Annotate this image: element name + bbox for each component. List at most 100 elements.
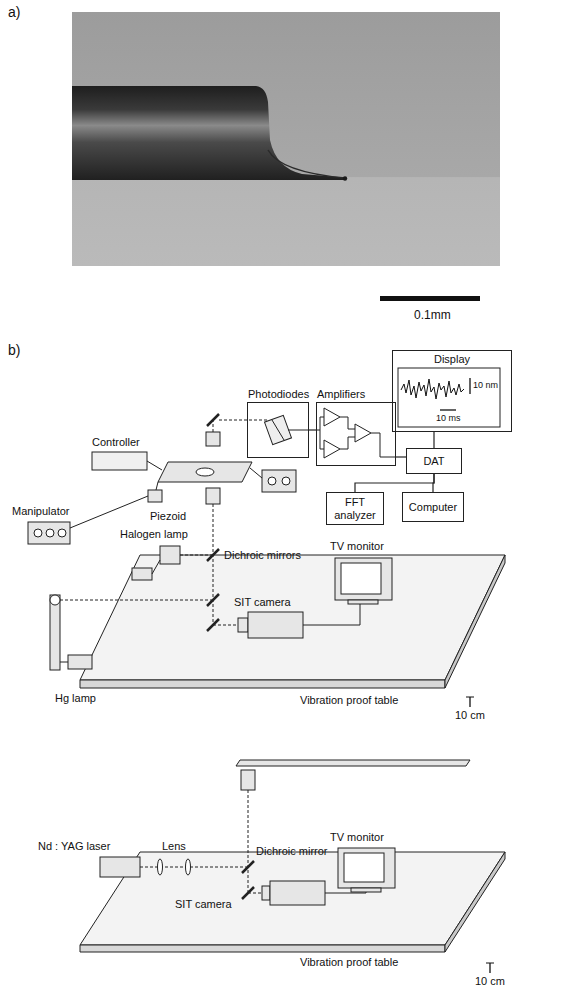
knob <box>34 529 42 537</box>
box-title: FFT analyzer <box>331 496 379 521</box>
light-path <box>213 625 238 626</box>
part-label: Vibration proof table <box>300 956 398 969</box>
knob <box>282 477 290 485</box>
stage <box>236 760 470 766</box>
part-label: TV monitor <box>330 540 384 553</box>
part-label: Controller <box>92 436 140 449</box>
part-label: TV monitor <box>330 831 384 844</box>
photodiode-split <box>272 420 284 440</box>
cable <box>60 662 68 663</box>
photodiode-chip <box>264 415 291 444</box>
signal-wire <box>433 474 434 492</box>
monitor-base <box>348 600 378 604</box>
knob <box>268 477 276 485</box>
glass-needle <box>72 86 345 180</box>
light-path <box>60 600 213 601</box>
table-top <box>80 852 505 945</box>
amplifier-symbols <box>316 408 396 458</box>
arm <box>250 468 262 478</box>
wire <box>340 417 355 429</box>
photodiode-box: Photodiodes <box>247 402 309 458</box>
screen <box>341 563 381 594</box>
micrograph <box>72 12 500 266</box>
box-title: Computer <box>409 501 457 514</box>
part-label: 0.1mm <box>414 309 451 323</box>
box-title: Photodiodes <box>248 388 309 401</box>
table-front <box>80 945 445 952</box>
part-label: Nd : YAG laser <box>38 840 110 853</box>
screen <box>344 853 384 882</box>
stage <box>158 462 252 482</box>
objective <box>241 770 255 790</box>
amplifier-symbol <box>355 424 371 442</box>
hg-lamp <box>50 595 60 670</box>
bulb <box>50 595 60 605</box>
part-label: Dichroic mirrors <box>224 549 301 562</box>
amplifier-symbol <box>324 408 340 426</box>
nd-yag-laser <box>100 857 140 877</box>
scale-bar <box>380 296 480 301</box>
part-label: Vibration proof table <box>300 694 398 707</box>
sit-camera <box>248 612 303 638</box>
scale-bar <box>489 963 490 973</box>
controller-box <box>92 452 147 470</box>
screen-frame <box>398 368 500 427</box>
power-supply <box>132 568 152 580</box>
photodiode <box>264 415 309 444</box>
mirror <box>242 861 254 873</box>
wire <box>340 437 355 449</box>
sit-camera <box>270 881 325 905</box>
vibration-table <box>80 852 505 952</box>
photo-ground <box>72 12 500 266</box>
cable <box>152 560 160 574</box>
microscope <box>28 414 296 625</box>
lens <box>186 859 191 875</box>
mirror <box>207 594 219 606</box>
part-label: Manipulator <box>12 505 69 518</box>
halogen-lamp <box>160 546 180 564</box>
light-path <box>219 420 268 421</box>
amplifier-symbol <box>324 440 340 458</box>
light-path <box>140 867 248 868</box>
objective <box>206 432 220 446</box>
box-title: DAT <box>423 455 444 468</box>
noise-trace <box>401 379 464 399</box>
objective <box>206 488 220 504</box>
part-label: Hg lamp <box>55 692 96 705</box>
signal-wire <box>396 456 406 457</box>
lens <box>158 859 163 875</box>
table-side <box>445 852 505 952</box>
light-path <box>180 555 213 556</box>
manipulator <box>28 522 70 544</box>
part-label: Piezoid <box>150 510 186 523</box>
camera-lens <box>262 886 270 900</box>
box-title: Amplifiers <box>317 388 365 401</box>
recorder-box: DAT <box>406 448 462 474</box>
cable <box>303 603 360 625</box>
needle-taper <box>268 150 345 178</box>
computer-box: Computer <box>402 492 464 522</box>
scale-bar <box>486 963 494 964</box>
table-top <box>80 555 505 680</box>
camera-lens <box>238 618 248 632</box>
part-label: 10 ms <box>436 413 461 423</box>
tv-monitor <box>335 558 392 600</box>
laser-setup <box>100 760 470 905</box>
mirror <box>207 414 219 426</box>
part-label: b) <box>8 342 20 358</box>
part-label: Lens <box>162 840 186 853</box>
wire <box>371 433 396 457</box>
part-label: SIT camera <box>175 898 232 911</box>
knob <box>46 529 54 537</box>
box-title: Display <box>393 353 511 366</box>
monitor-base <box>351 888 381 892</box>
scale-bar <box>466 697 474 698</box>
signal-wire <box>433 432 434 448</box>
part-label: SIT camera <box>234 596 291 609</box>
tv-monitor <box>338 848 395 888</box>
scale-bar <box>469 378 470 394</box>
table-side <box>445 555 505 688</box>
knob <box>58 529 66 537</box>
